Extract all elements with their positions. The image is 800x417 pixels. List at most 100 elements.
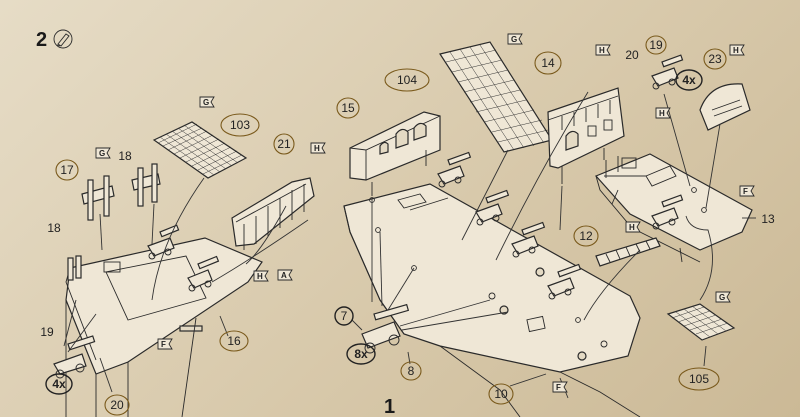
svg-text:18: 18: [118, 149, 132, 163]
grating-103: [152, 121, 248, 179]
svg-text:8: 8: [408, 364, 415, 378]
flag-marker: G: [507, 33, 523, 45]
svg-text:12: 12: [579, 229, 593, 243]
callout-105: 105: [678, 367, 720, 391]
leader-lines: [63, 91, 756, 399]
flag-marker: G: [715, 291, 731, 303]
callout-13: 13: [761, 212, 775, 226]
flag-marker: A: [277, 269, 293, 281]
svg-text:15: 15: [341, 101, 355, 115]
svg-text:17: 17: [60, 163, 74, 177]
bitts-18b: [67, 255, 82, 281]
callout-8: 8: [400, 361, 422, 381]
svg-text:8x: 8x: [354, 347, 368, 361]
flag-marker: F: [739, 185, 755, 197]
callout-104: 104: [384, 68, 430, 92]
cannon-right-2: [651, 194, 684, 230]
svg-text:G: G: [719, 293, 725, 302]
callout-8x: 8x: [346, 343, 376, 365]
svg-text:F: F: [556, 383, 561, 392]
callout-10: 10: [488, 383, 514, 405]
svg-text:20: 20: [110, 398, 124, 412]
svg-text:4x: 4x: [52, 377, 66, 391]
grating-105: [666, 303, 736, 341]
svg-text:F: F: [743, 187, 748, 196]
flag-marker: G: [199, 96, 215, 108]
svg-text:19: 19: [40, 325, 54, 339]
svg-text:21: 21: [277, 137, 291, 151]
grating-104: [439, 41, 553, 153]
callout-19b: 19: [645, 35, 667, 55]
center-deck: [343, 183, 641, 417]
sub-step-number: 1: [384, 396, 395, 417]
svg-text:H: H: [629, 223, 635, 232]
svg-text:H: H: [659, 109, 665, 118]
svg-text:103: 103: [230, 118, 250, 132]
svg-text:20: 20: [625, 48, 639, 62]
callout-103: 103: [220, 113, 260, 137]
callout-21: 21: [273, 133, 295, 155]
flag-marker: F: [157, 338, 173, 350]
flag-marker: H: [729, 44, 745, 56]
step-number: 2: [36, 29, 47, 51]
cannon-center-2: [475, 189, 510, 226]
flag-marker: H: [595, 44, 611, 56]
svg-text:A: A: [281, 271, 287, 280]
svg-text:14: 14: [541, 56, 555, 70]
left-deck: [65, 237, 263, 417]
svg-text:104: 104: [397, 73, 417, 87]
callout-20b: 20: [625, 48, 639, 62]
bulkhead-21: [231, 177, 315, 250]
ladder-12: [595, 237, 661, 267]
callout-16: 16: [219, 330, 249, 352]
cannon-center-4: [547, 263, 582, 300]
callout-15: 15: [336, 97, 360, 119]
cannon-left-2: [187, 255, 220, 292]
svg-text:19: 19: [649, 38, 663, 52]
bitts-17: [81, 175, 115, 221]
svg-text:G: G: [99, 149, 105, 158]
svg-text:H: H: [257, 272, 263, 281]
flag-marker: H: [253, 270, 269, 282]
screen-23: [699, 83, 751, 131]
cannon-center-3: [511, 221, 546, 258]
callout-19a: 19: [40, 325, 54, 339]
cannon-8x-detail: [361, 303, 410, 354]
flag-marker: H: [625, 221, 641, 233]
cannon-center-1: [437, 151, 472, 188]
flag-marker: F: [552, 381, 568, 393]
svg-text:H: H: [599, 46, 605, 55]
svg-text:7: 7: [341, 309, 348, 323]
glue-icon: [53, 29, 73, 49]
bulkhead-15: [349, 111, 441, 196]
svg-text:16: 16: [227, 334, 241, 348]
svg-text:4x: 4x: [682, 73, 696, 87]
flag-marker: G: [95, 147, 111, 159]
svg-text:G: G: [203, 98, 209, 107]
callout-20a: 20: [104, 394, 130, 416]
svg-text:18: 18: [47, 221, 61, 235]
cannon-left-3: [53, 335, 96, 379]
svg-text:105: 105: [689, 372, 709, 386]
callout-7: 7: [334, 306, 354, 326]
callout-4xb: 4x: [675, 69, 703, 91]
svg-text:10: 10: [494, 387, 508, 401]
svg-text:H: H: [733, 46, 739, 55]
cannon-right-1: [651, 54, 684, 90]
svg-text:F: F: [161, 340, 166, 349]
svg-text:13: 13: [761, 212, 775, 226]
bitts-18a: [131, 163, 161, 207]
callout-12: 12: [573, 225, 599, 247]
svg-text:23: 23: [708, 52, 722, 66]
flag-marker: H: [310, 142, 326, 154]
callout-18b: 18: [47, 221, 61, 235]
callout-18a: 18: [118, 149, 132, 163]
callout-23: 23: [703, 48, 727, 70]
callout-17: 17: [55, 159, 79, 181]
flag-marker: H: [655, 107, 671, 119]
svg-text:H: H: [314, 144, 320, 153]
callout-4xa: 4x: [45, 373, 73, 395]
svg-text:G: G: [511, 35, 517, 44]
